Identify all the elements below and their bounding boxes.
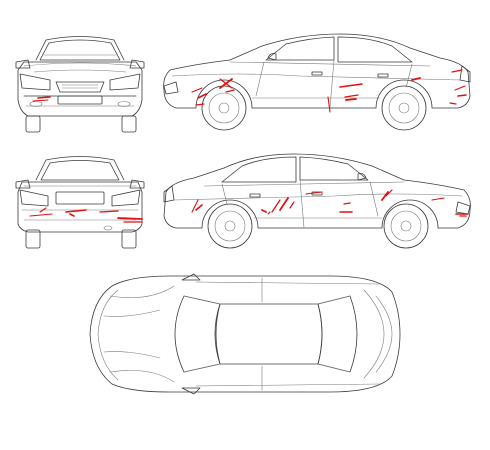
front-right-tire <box>121 115 137 133</box>
damage-mark <box>431 197 445 201</box>
right-side-view <box>163 153 471 249</box>
left-rear-door-handle <box>377 73 389 78</box>
rear-body <box>17 181 143 233</box>
left-front-wheel <box>201 85 247 131</box>
damage-mark <box>327 96 331 113</box>
damage-mark <box>381 191 389 201</box>
right-tail-light <box>163 185 175 203</box>
left-front-headlight <box>163 81 179 95</box>
left-side-damage-marks <box>191 69 467 113</box>
damage-mark <box>449 102 457 105</box>
damage-mark <box>339 83 363 88</box>
front-body <box>17 61 143 117</box>
damage-mark <box>197 93 207 99</box>
damage-mark <box>29 213 53 217</box>
damage-mark <box>219 78 233 89</box>
damage-mark <box>195 103 205 106</box>
damage-mark <box>305 191 323 195</box>
front-left-headlight <box>19 73 51 91</box>
damage-mark <box>191 87 203 93</box>
rear-license-plate <box>55 191 105 205</box>
left-front-door-handle <box>311 71 323 76</box>
top-body <box>89 275 401 393</box>
rear-window <box>40 160 120 181</box>
damage-mark <box>385 189 393 197</box>
left-side-view <box>163 33 471 131</box>
front-damage-marks <box>32 96 51 102</box>
damage-mark <box>271 199 281 213</box>
damage-mark <box>454 85 466 91</box>
left-rear-window <box>337 36 413 63</box>
damage-mark <box>289 201 295 209</box>
left-front-window <box>265 36 335 61</box>
rear-damage-marks <box>29 207 143 223</box>
damage-mark <box>344 94 359 98</box>
right-rear-window <box>221 156 297 183</box>
damage-mark <box>279 197 289 211</box>
top-left-mirror <box>181 273 201 281</box>
top-right-mirror <box>181 387 201 395</box>
damage-mark <box>99 210 119 213</box>
left-mirror <box>267 53 277 61</box>
left-tail-light <box>459 65 471 83</box>
rear-view <box>15 156 145 249</box>
front-roof <box>35 36 125 61</box>
rear-right-mirror <box>129 179 145 189</box>
right-rear-door-handle <box>249 193 261 198</box>
exhaust-pipe <box>103 225 113 231</box>
damage-mark <box>225 89 235 93</box>
front-grille <box>55 81 105 93</box>
left-rear-wheel <box>381 85 427 131</box>
right-front-wheel <box>383 203 429 249</box>
right-front-headlight <box>455 201 471 215</box>
damage-mark <box>195 204 203 211</box>
damage-mark <box>32 99 49 102</box>
damage-mark <box>191 199 199 213</box>
left-side-body <box>163 33 471 109</box>
right-rear-wheel <box>207 203 253 249</box>
damage-mark <box>411 77 421 81</box>
damage-mark <box>343 202 351 205</box>
top-rear-window <box>317 295 358 373</box>
damage-mark <box>261 209 267 213</box>
front-left-tire <box>25 115 41 133</box>
rear-right-tire <box>121 229 137 249</box>
damage-mark <box>267 211 271 215</box>
damage-mark <box>37 96 51 99</box>
top-windshield <box>174 295 221 373</box>
front-view <box>15 36 145 133</box>
right-mirror <box>357 173 367 181</box>
damage-mark <box>39 207 47 213</box>
rear-left-tire <box>25 229 41 249</box>
front-right-headlight <box>109 73 141 91</box>
right-front-window <box>299 156 369 181</box>
top-roof <box>215 303 323 365</box>
damage-mark <box>457 94 467 97</box>
front-license-plate <box>57 95 103 105</box>
damage-mark <box>345 98 357 101</box>
damage-mark <box>117 217 143 220</box>
damage-mark <box>65 209 87 213</box>
rear-right-tail-light <box>111 189 141 207</box>
rear-roof <box>35 156 125 181</box>
rear-left-tail-light <box>19 189 49 207</box>
right-side-body <box>163 153 471 229</box>
front-windshield <box>39 39 121 61</box>
top-view <box>89 273 401 395</box>
damage-mark <box>451 69 463 73</box>
rear-left-mirror <box>15 179 31 189</box>
damage-mark <box>69 213 75 217</box>
right-side-damage-marks <box>191 189 469 217</box>
